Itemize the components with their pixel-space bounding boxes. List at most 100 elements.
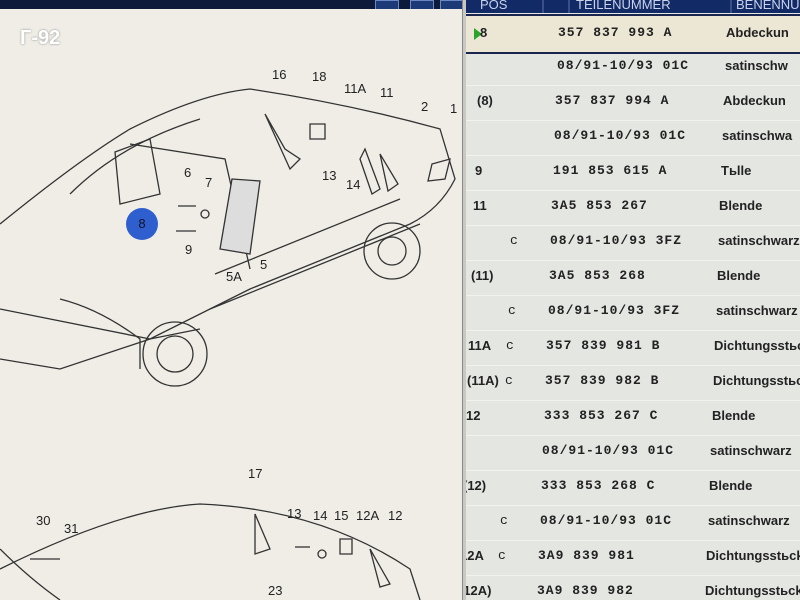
callout-label[interactable]: 14: [313, 508, 328, 523]
cell-name: Dichtungsstьck: [713, 373, 800, 388]
callout-label[interactable]: 6: [184, 165, 192, 180]
panel-splitter[interactable]: [462, 0, 467, 600]
table-row[interactable]: 08/91-10/93 01C satinschwarz: [466, 434, 800, 471]
cell-part: 3A9 839 981: [538, 548, 635, 563]
cell-pos: 12A: [466, 548, 484, 563]
column-header-part-number[interactable]: TEILENUMMER: [570, 0, 732, 13]
callout-label[interactable]: 15: [334, 508, 349, 523]
cell-name: Dichtungsstьck: [705, 583, 800, 598]
cell-pos: 11: [473, 198, 487, 213]
cell-part: 191 853 615 A: [553, 163, 668, 178]
parts-illustration: Г-92 16 18 11A 11 2 1 6 7 13 14 8 9 5A 5…: [0, 9, 462, 600]
callout-label[interactable]: 12: [388, 508, 403, 523]
callout-label[interactable]: 9: [185, 242, 193, 257]
table-row[interactable]: (8) 357 837 994 A Abdeckun: [466, 84, 800, 121]
cell-part: 08/91-10/93 01C: [542, 443, 675, 458]
cell-name: Blende: [717, 268, 761, 283]
callout-label[interactable]: 5A: [226, 269, 242, 284]
selected-row-arrow-icon: [474, 28, 482, 40]
callout-label[interactable]: 11A: [344, 81, 367, 96]
table-row-selected[interactable]: 8 357 837 993 A Abdeckun: [466, 14, 800, 54]
cell-part: 333 853 267 C: [544, 408, 659, 423]
cell-pos: 9: [475, 163, 483, 178]
table-row[interactable]: 12A c 3A9 839 981 Dichtungsstьck: [466, 539, 800, 576]
cell-part: 357 837 993 A: [558, 25, 673, 40]
cell-name: Tьlle: [721, 163, 752, 178]
table-row[interactable]: (11A) c 357 839 982 B Dichtungsstьck: [466, 364, 800, 401]
cell-pos: (11A): [467, 373, 499, 388]
table-row[interactable]: c 08/91-10/93 3FZ satinschwarz: [466, 224, 800, 261]
table-row[interactable]: 11 3A5 853 267 Blende: [466, 189, 800, 226]
cell-name: satinschwarz: [708, 513, 790, 528]
cell-part: 3A5 853 267: [551, 198, 648, 213]
cell-name: Blende: [719, 198, 763, 213]
cell-name: Dichtungsstьck: [714, 338, 800, 353]
table-row[interactable]: (12A) 3A9 839 982 Dichtungsstьck: [466, 574, 800, 600]
column-header-flag[interactable]: [544, 0, 570, 13]
diagram-title: Г-92: [20, 27, 61, 49]
cell-part: 08/91-10/93 01C: [540, 513, 673, 528]
callout-label[interactable]: 1: [450, 101, 458, 116]
cell-flag: c: [508, 303, 516, 318]
callout-label[interactable]: 17: [248, 466, 263, 481]
callout-label[interactable]: 13: [322, 168, 337, 183]
cell-pos: 8: [480, 25, 488, 40]
callout-label[interactable]: 18: [312, 69, 327, 84]
cell-name: Abdeckun: [726, 25, 789, 40]
selected-callout-8[interactable]: 8: [126, 208, 158, 240]
cell-part: 08/91-10/93 01C: [554, 128, 687, 143]
callout-label[interactable]: 23: [268, 583, 283, 598]
table-row[interactable]: (12) 333 853 268 C Blende: [466, 469, 800, 506]
cell-pos: (12): [466, 478, 487, 493]
car-line-drawing: [0, 88, 456, 600]
column-header-pos[interactable]: POS: [466, 0, 544, 13]
cell-flag: c: [510, 233, 518, 248]
callout-label[interactable]: 12A: [356, 508, 380, 523]
cell-name: satinschw: [725, 58, 788, 73]
cell-pos: (8): [477, 93, 493, 108]
callout-label[interactable]: 14: [346, 177, 361, 192]
callout-label[interactable]: 30: [36, 513, 51, 528]
cell-name: satinschwarz: [716, 303, 798, 318]
table-row[interactable]: (11) 3A5 853 268 Blende: [466, 259, 800, 296]
cell-name: satinschwarz: [718, 233, 800, 248]
cell-name: Abdeckun: [723, 93, 786, 108]
cell-part: 08/91-10/93 3FZ: [550, 233, 683, 248]
cell-name: Dichtungsstьck: [706, 548, 800, 563]
callout-label[interactable]: 2: [421, 99, 429, 114]
callout-label[interactable]: 13: [287, 506, 302, 521]
callout-label[interactable]: 31: [64, 521, 79, 536]
callout-label[interactable]: 11: [380, 85, 394, 100]
cell-pos: (12A): [466, 583, 492, 598]
cell-name: Blende: [712, 408, 756, 423]
table-row[interactable]: c 08/91-10/93 3FZ satinschwarz: [466, 294, 800, 331]
column-header-description[interactable]: BENENNU: [732, 0, 800, 13]
cell-flag: c: [505, 373, 513, 388]
cell-flag: c: [506, 338, 514, 353]
cell-name: Blende: [709, 478, 753, 493]
cell-part: 357 839 981 B: [546, 338, 661, 353]
cell-part: 357 839 982 B: [545, 373, 660, 388]
cell-part: 357 837 994 A: [555, 93, 670, 108]
cell-flag: c: [498, 548, 506, 563]
callout-label[interactable]: 7: [205, 175, 213, 190]
table-row[interactable]: 9 191 853 615 A Tьlle: [466, 154, 800, 191]
cell-flag: c: [500, 513, 508, 528]
cell-part: 333 853 268 C: [541, 478, 656, 493]
table-row[interactable]: 12 333 853 267 C Blende: [466, 399, 800, 436]
cell-part: 3A5 853 268: [549, 268, 646, 283]
cell-pos: (11): [471, 268, 494, 283]
table-row[interactable]: 08/91-10/93 01C satinschwa: [466, 119, 800, 156]
cell-name: satinschwa: [722, 128, 793, 143]
cell-pos: 12: [466, 408, 481, 423]
cell-part: 08/91-10/93 01C: [557, 58, 690, 73]
callout-label[interactable]: 16: [272, 67, 287, 82]
table-row[interactable]: 08/91-10/93 01C satinschw: [466, 49, 800, 86]
callout-label[interactable]: 5: [260, 257, 268, 272]
cell-part: 3A9 839 982: [537, 583, 634, 598]
parts-table: POS TEILENUMMER BENENNU 8 357 837 993 A Ab…: [466, 0, 800, 600]
cell-name: satinschwarz: [710, 443, 792, 458]
table-row[interactable]: c 08/91-10/93 01C satinschwarz: [466, 504, 800, 541]
cell-part: 08/91-10/93 3FZ: [548, 303, 681, 318]
